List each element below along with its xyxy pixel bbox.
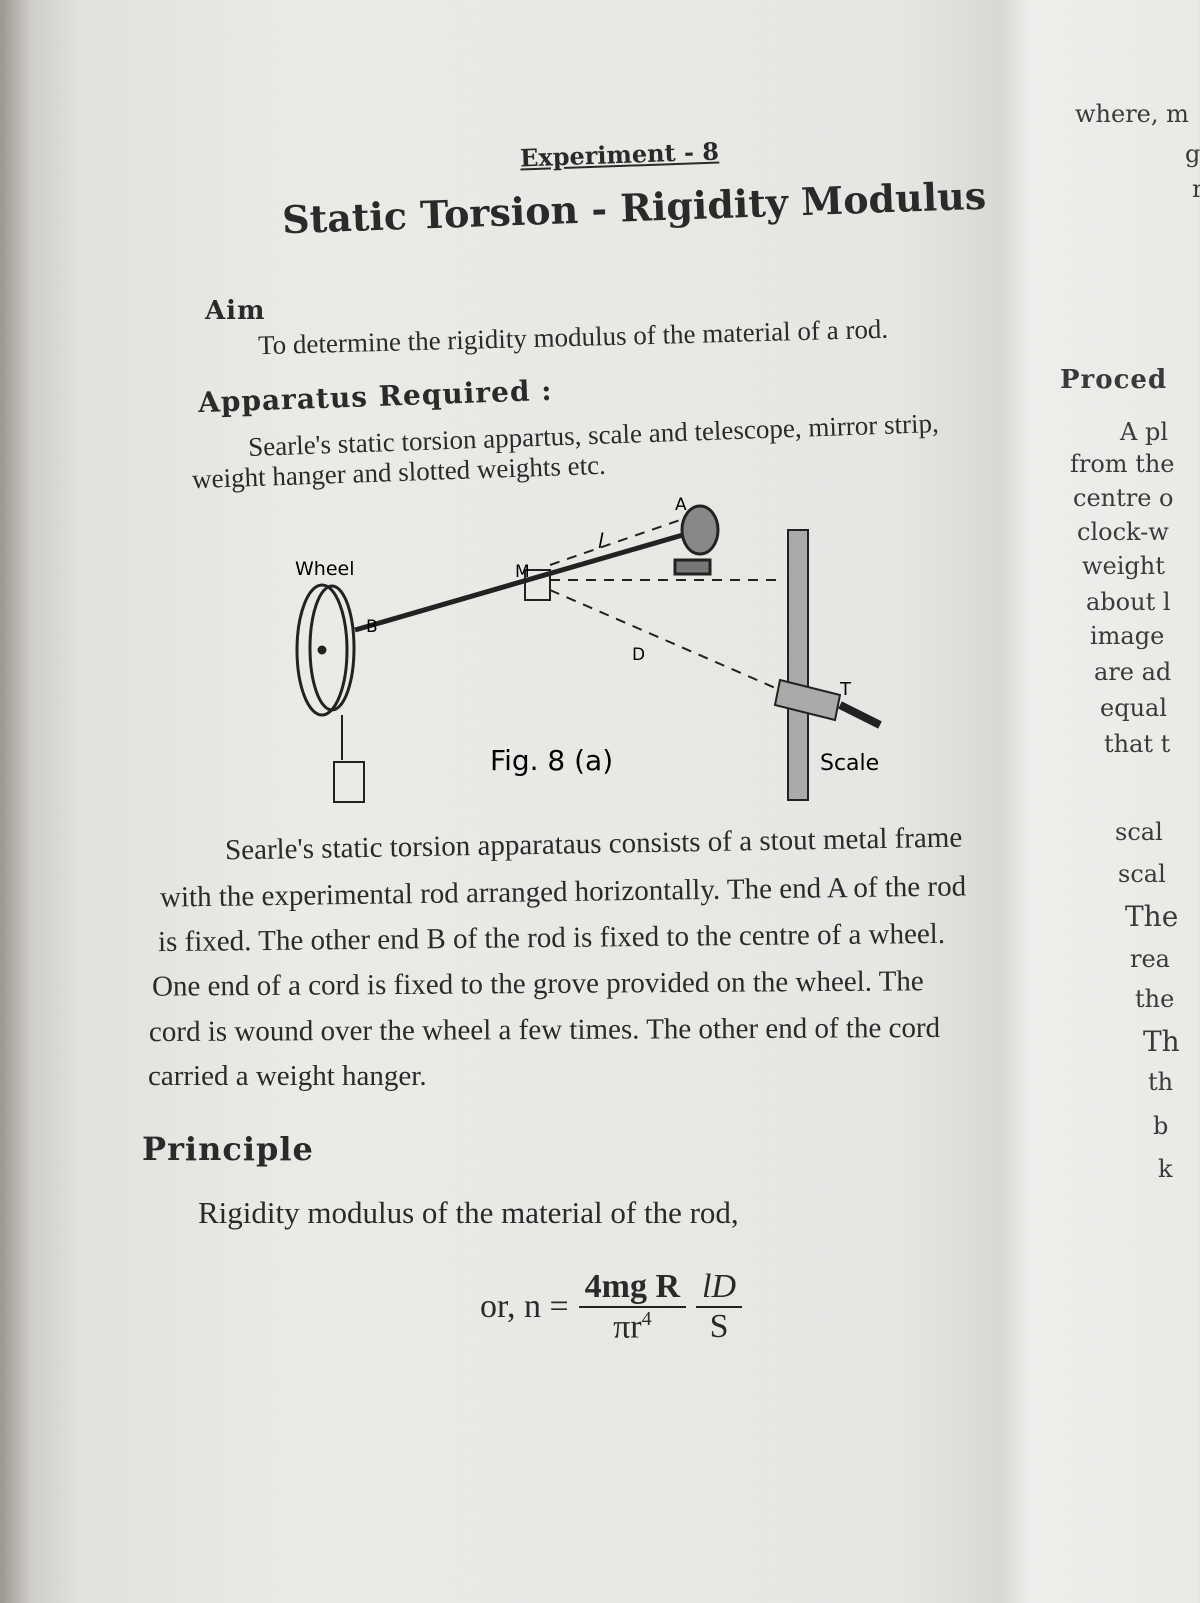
right-line: clock-w xyxy=(1077,518,1169,546)
label-b: B xyxy=(366,617,378,637)
formula-denominator-2: S xyxy=(709,1308,729,1346)
torsion-apparatus-figure: Wheel B M A l D T Scale Fig. 8 (a) xyxy=(295,495,882,803)
right-line: the xyxy=(1135,985,1175,1013)
right-line: equal xyxy=(1100,694,1168,722)
right-line: weight xyxy=(1082,552,1165,580)
label-t: T xyxy=(839,679,852,700)
formula-prefix: or, n = xyxy=(480,1288,569,1326)
right-line: A pl xyxy=(1120,418,1168,446)
right-line: from the xyxy=(1070,450,1175,478)
apparatus-heading: Apparatus Required : xyxy=(197,373,554,420)
description-line-5: cord is wound over the wheel a few times… xyxy=(148,1011,941,1049)
label-l: l xyxy=(598,529,604,553)
description-line-4: One end of a cord is fixed to the grove … xyxy=(151,965,924,1003)
description-line-1: Searle's static torsion apparataus consi… xyxy=(224,821,963,867)
clamp-a xyxy=(680,504,720,556)
right-fragment-2: g xyxy=(1185,140,1200,168)
description-line-3: is fixed. The other end B of the rod is … xyxy=(157,917,946,959)
right-fragment-1: where, m xyxy=(1075,100,1189,128)
right-line: The xyxy=(1125,900,1179,933)
aim-heading: Aim xyxy=(205,296,266,326)
right-line: are ad xyxy=(1094,658,1172,686)
page-title: Static Torsion - Rigidity Modulus xyxy=(281,172,987,243)
right-fragment-3: r xyxy=(1192,175,1200,203)
right-line: b xyxy=(1153,1112,1169,1140)
right-line: Th xyxy=(1143,1025,1180,1058)
formula-numerator-2: lD xyxy=(696,1268,743,1309)
telescope xyxy=(773,678,842,722)
right-line: scal xyxy=(1118,860,1166,888)
right-line: rea xyxy=(1130,945,1170,973)
wheel-shape xyxy=(295,583,349,717)
right-line: th xyxy=(1148,1068,1174,1096)
formula-numerator-1: 4mg R xyxy=(578,1268,687,1308)
formula-denominator-1: πr xyxy=(613,1308,642,1346)
description-line-2: with the experimental rod arranged horiz… xyxy=(159,870,967,914)
right-line: scal xyxy=(1115,818,1163,846)
right-line: that t xyxy=(1104,730,1171,758)
description-line-6: carried a weight hanger. xyxy=(148,1060,427,1092)
right-line: k xyxy=(1158,1155,1173,1183)
right-heading: Proced xyxy=(1060,365,1168,395)
left-page: Experiment - 8 Static Torsion - Rigidity… xyxy=(142,136,987,1346)
right-line: image xyxy=(1090,622,1165,650)
label-scale: Scale xyxy=(820,751,879,776)
rod xyxy=(354,527,701,633)
label-m: M xyxy=(515,562,530,582)
aim-text: To determine the rigidity modulus of the… xyxy=(257,313,889,361)
label-d: D xyxy=(632,645,645,665)
formula: or, n = 4mg R πr4 lD S xyxy=(480,1268,743,1346)
principle-text: Rigidity modulus of the material of the … xyxy=(198,1195,739,1230)
label-wheel: Wheel xyxy=(295,558,355,580)
experiment-number: Experiment - 8 xyxy=(519,136,720,173)
right-line: about l xyxy=(1086,588,1171,616)
label-a: A xyxy=(675,495,687,515)
scale-bar xyxy=(787,529,809,801)
weight-hanger xyxy=(333,761,365,803)
right-line: centre o xyxy=(1073,484,1174,512)
principle-heading: Principle xyxy=(142,1130,314,1168)
formula-exponent: 4 xyxy=(641,1308,652,1330)
mirror xyxy=(524,569,551,601)
figure-caption: Fig. 8 (a) xyxy=(490,744,613,777)
